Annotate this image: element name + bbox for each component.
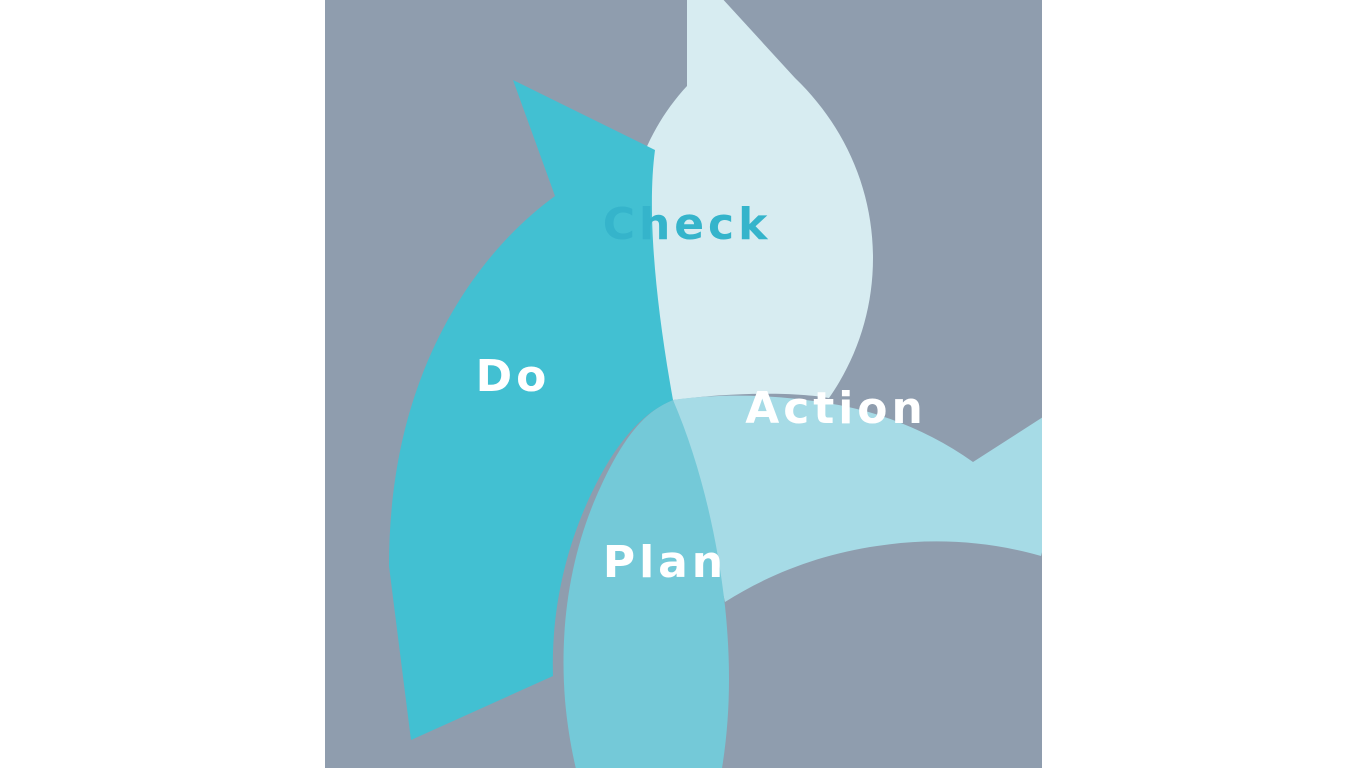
segment-check[interactable] <box>625 0 873 400</box>
segment-plan[interactable] <box>563 400 826 768</box>
segment-do[interactable] <box>389 80 673 740</box>
segment-label-action: Action <box>745 383 927 434</box>
segment-label-check: Check <box>603 199 772 250</box>
segment-action[interactable] <box>673 390 1042 602</box>
pdca-svg: Check Action Plan Do <box>325 0 1042 768</box>
segment-label-do: Do <box>476 351 551 402</box>
segment-label-plan: Plan <box>603 537 727 588</box>
pdca-cycle-diagram: Check Action Plan Do <box>325 0 1042 768</box>
